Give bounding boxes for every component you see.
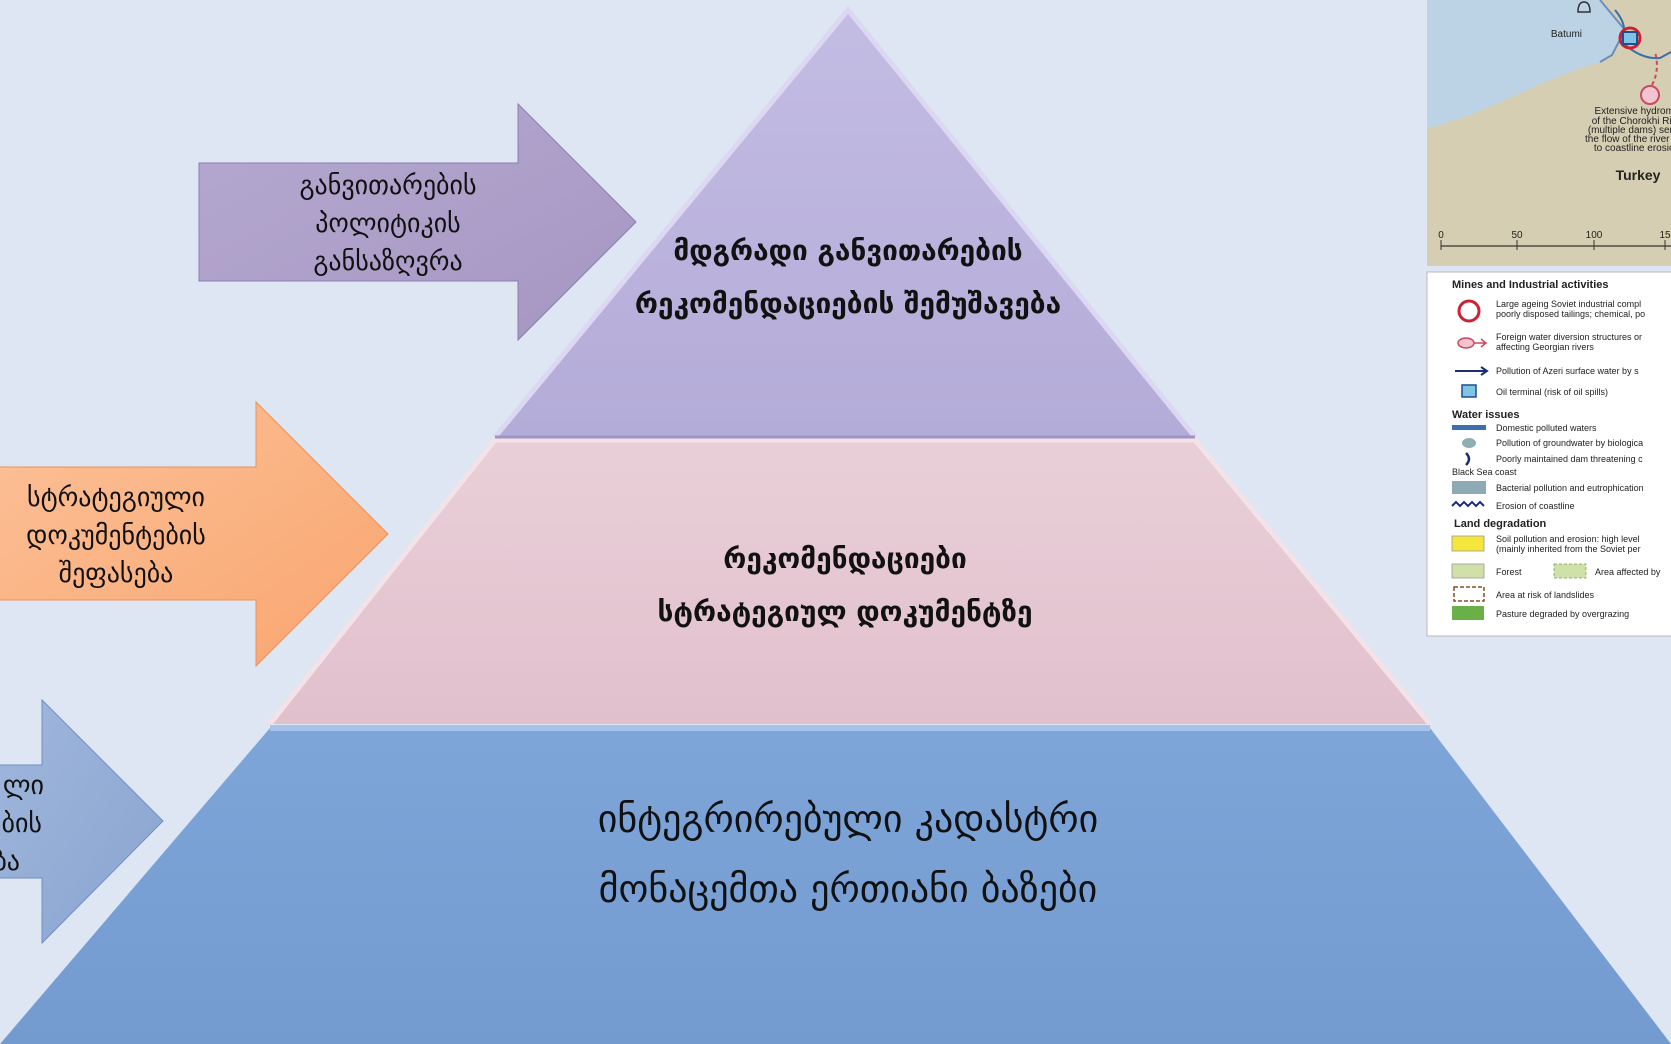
legend-item-text: Poorly maintained dam threatening c (1496, 454, 1643, 464)
legend-item-text: Soil pollution and erosion: high level (1496, 534, 1640, 544)
arrow-strategic-line-1: სტრატეგიული (27, 483, 205, 513)
scale-tick-label: 50 (1511, 230, 1523, 241)
legend-item-text: Erosion of coastline (1496, 501, 1575, 511)
arrow-bottom-line-3: ბა (0, 847, 20, 877)
arrow-shape (0, 400, 389, 668)
arrow-policy-line-3: განსაზღვრა (313, 247, 462, 277)
legend-item-text: Pollution of groundwater by biologica (1496, 438, 1643, 448)
legend-item-text: Large ageing Soviet industrial compl (1496, 299, 1641, 309)
blue-square-icon (1622, 31, 1638, 45)
arrow-bottom: ლი ბის ბა (0, 698, 164, 945)
legend-section-title: Black Sea coast (1452, 467, 1517, 477)
map-annotation-line: of the Chorokhi Rive (1592, 116, 1671, 127)
map-annotation-line: the flow of the river and (1585, 134, 1671, 145)
blue-square-icon (1461, 384, 1477, 398)
legend-section-title: Mines and Industrial activities (1452, 279, 1609, 291)
arrow-policy-line-1: განვითარების (299, 171, 476, 201)
top-tier-line-2: რეკომენდაციების შემუშავება (635, 287, 1061, 320)
map-scale-bar: 0 50 100 15 (1438, 230, 1671, 250)
top-tier-line-1: მდგრადი განვითარების (673, 234, 1022, 267)
dashed-box-icon (1453, 586, 1485, 602)
teal-dot-icon (1462, 438, 1476, 448)
grey-box-icon (1452, 481, 1486, 494)
legend-item-text: (mainly inherited from the Soviet per (1496, 544, 1641, 554)
legend-item-text: Pasture degraded by overgrazing (1496, 609, 1629, 619)
arrow-policy-line-2: პოლიტიკის (315, 209, 461, 239)
bottom-tier-line-1: ინტეგრირებული კადასტრი (598, 797, 1099, 841)
pyramid-tier-bottom (0, 728, 1671, 1044)
arrow-strategic: სტრატეგიული დოკუმენტების შეფასება (0, 400, 389, 668)
scale-tick-label: 0 (1438, 230, 1444, 241)
tier-bevel (493, 6, 1197, 439)
zigzag-icon (1451, 500, 1485, 508)
arrow-bottom-line-2: ბის (2, 809, 43, 839)
arrow-strategic-line-2: დოკუმენტების (26, 521, 206, 551)
yellow-box-icon (1451, 535, 1485, 552)
arrow-strategic-line-3: შეფასება (59, 559, 174, 589)
legend-item-text: affecting Georgian rivers (1496, 342, 1594, 352)
pyramid-tier-middle (270, 440, 1430, 724)
red-ring-icon (1457, 299, 1481, 323)
scale-tick-label: 100 (1586, 230, 1603, 241)
arrow-shape (198, 102, 637, 342)
blue-line-icon (1452, 425, 1486, 430)
hatched-green-box-icon (1553, 563, 1587, 579)
middle-tier-line-1: რეკომენდაციები (723, 542, 966, 575)
legend-section-title: Land degradation (1454, 518, 1547, 530)
legend-item-text: Pollution of Azeri surface water by s (1496, 366, 1639, 376)
map-sea (1427, 0, 1625, 128)
tier-bevel (268, 437, 1432, 726)
navy-arrow-icon (1455, 366, 1489, 376)
red-ring-icon (1618, 26, 1642, 50)
dam-icon (1577, 1, 1591, 13)
pink-arrow-head-icon (1474, 338, 1488, 348)
legend-item-text: Bacterial pollution and eutrophication (1496, 483, 1644, 493)
pyramid: მდგრადი განვითარების რეკომენდაციების შემ… (0, 6, 1671, 1044)
dam-icon (1465, 452, 1471, 466)
legend-item-text: Foreign water diversion structures or (1496, 332, 1642, 342)
pyramid-tier-top (495, 10, 1195, 437)
legend-item-text: Oil terminal (risk of oil spills) (1496, 387, 1608, 397)
bottom-tier-line-2: მონაცემთა ერთიანი ბაზები (599, 867, 1098, 911)
map-annotation-line: to coastline erosion (1594, 143, 1671, 154)
pink-arrow-icon (1651, 51, 1658, 86)
pink-arrow-icon (1457, 337, 1475, 349)
legend-item-text: Area at risk of landslides (1496, 590, 1595, 600)
pink-circle-icon (1640, 85, 1660, 105)
green-box-icon (1451, 563, 1485, 579)
middle-tier-line-2: სტრატეგიულ დოკუმენტზე (658, 595, 1033, 628)
map-country-label: Turkey (1616, 167, 1661, 183)
arrow-shape (0, 698, 164, 945)
arrow-policy: განვითარების პოლიტიკის განსაზღვრა (198, 102, 637, 342)
scale-tick-label: 15 (1659, 230, 1671, 241)
dark-green-box-icon (1452, 606, 1484, 620)
legend-section-title: Water issues (1452, 409, 1519, 421)
map-annotation-line: (multiple dams) seriou (1588, 125, 1671, 136)
map-city-label: Batumi (1551, 29, 1582, 40)
legend-item-text: Domestic polluted waters (1496, 423, 1597, 433)
map-coastline (1599, 0, 1627, 63)
legend-item-text: Forest (1496, 567, 1522, 577)
legend-item-text: Area affected by (1595, 567, 1661, 577)
arrow-bottom-line-1: ლი (3, 771, 44, 801)
legend-item-text: poorly disposed tailings; chemical, po (1496, 309, 1645, 319)
